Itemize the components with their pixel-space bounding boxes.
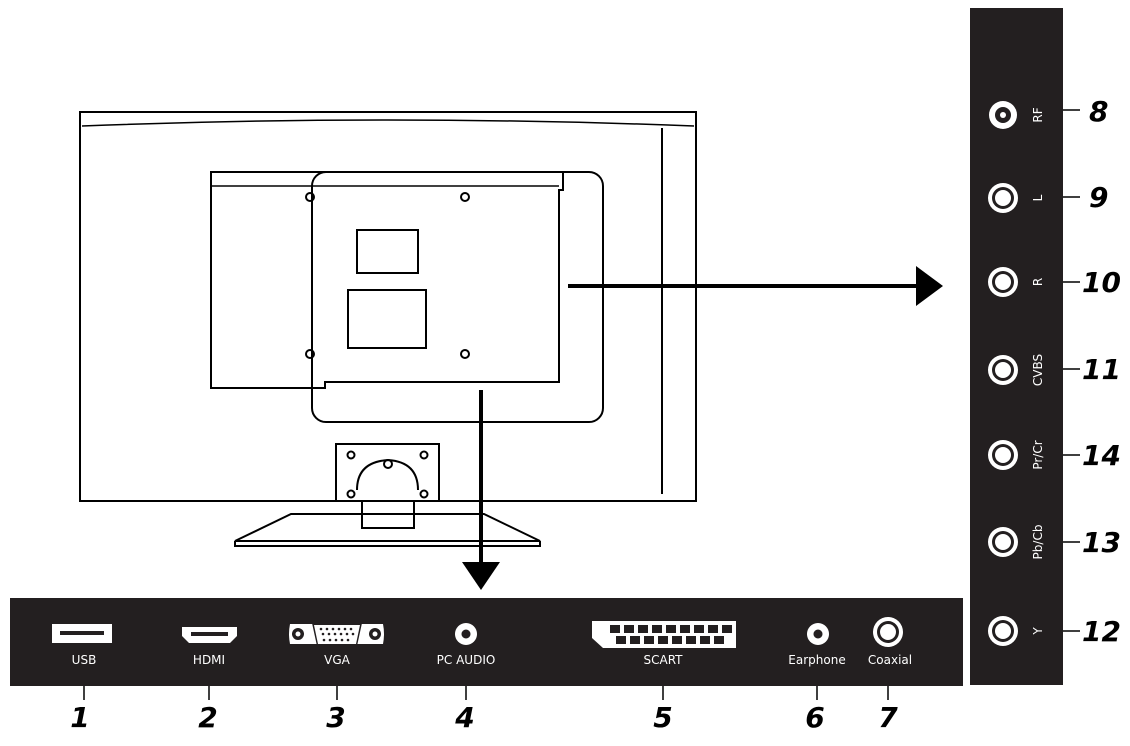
callout-number: 3 [326,701,345,734]
rear-cover-inner [210,171,564,389]
pc-audio-port [455,623,477,645]
rca-jack-l [988,183,1018,213]
usb-port [52,624,112,643]
stand-bracket [335,443,440,502]
port-label-pr-cr: Pr/Cr [1031,440,1045,469]
rear-cover-lower-box [347,289,427,349]
bottom-connector-panel [10,598,963,686]
stand-screw [383,459,393,469]
arrow-to-side-panel [568,266,943,306]
callout-number: 5 [653,701,672,734]
stand-neck-arc [356,458,419,491]
stand-hole [346,450,356,460]
rca-jack-r [988,267,1018,297]
scart-port [592,621,736,648]
callout-number: 4 [454,701,474,734]
vga-port [289,623,384,646]
arrow-to-bottom-panel [462,390,500,590]
callout-number: 1 [70,701,89,734]
port-label-l: L [1031,194,1045,201]
callout-number: 8 [1089,95,1108,128]
callout-number: 13 [1082,526,1121,559]
rca-jack-pb-cb [988,527,1018,557]
callout-number: 2 [198,701,217,734]
callout-number: 6 [805,701,824,734]
port-label-pc-audio: PC AUDIO [437,653,496,667]
port-label-coaxial: Coaxial [868,653,912,667]
stand-base-bottom [234,541,541,547]
port-label-rf: RF [1031,107,1045,122]
mount-hole [460,192,470,202]
port-label-r: R [1031,278,1045,286]
port-label-cvbs: CVBS [1031,354,1045,386]
coaxial-port [873,617,903,647]
earphone-port [807,623,829,645]
port-label-earphone: Earphone [788,653,845,667]
port-label-scart: SCART [644,653,684,667]
mount-hole [305,192,315,202]
rear-cover-upper-box [356,229,419,274]
callout-number: 9 [1089,181,1108,214]
side-leader-lines [1063,109,1080,632]
rca-jack-pr-cr [988,440,1018,470]
rf-port [989,101,1017,129]
stand-hole [419,450,429,460]
mount-hole [305,349,315,359]
port-label-pb-cb: Pb/Cb [1031,525,1045,560]
rca-jack-cvbs [988,355,1018,385]
port-label-usb: USB [72,653,97,667]
rca-jack-y [988,616,1018,646]
callout-number: 14 [1082,439,1121,472]
callout-number: 12 [1082,615,1121,648]
callout-number: 10 [1082,266,1121,299]
side-connector-panel [970,8,1063,685]
port-label-vga: VGA [324,653,351,667]
callout-number: 11 [1082,353,1121,386]
tv-rear-view [79,111,697,547]
port-label-hdmi: HDMI [193,653,225,667]
callout-number: 7 [878,701,898,734]
hdmi-port [182,627,237,643]
stand-hole [346,489,356,499]
mount-hole [460,349,470,359]
port-label-y: Y [1031,627,1045,636]
bottom-leader-lines [83,686,889,700]
tv-outline [79,111,697,502]
stand-hole [419,489,429,499]
tv-top-curve [81,119,695,127]
